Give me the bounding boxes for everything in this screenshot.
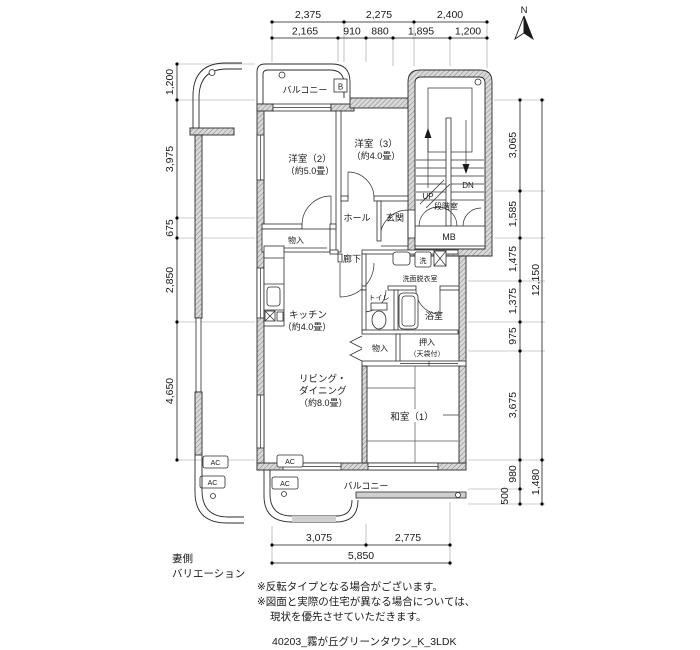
toilet-tank [370, 302, 388, 311]
dim-top1-0: 2,375 [295, 9, 321, 21]
toilet-bowl [371, 310, 387, 330]
room-label-toilet: トイレ [369, 295, 390, 302]
dn-label: DN [462, 181, 474, 190]
side-label-line2: バリエーション [172, 568, 245, 580]
annotations: 妻側 バリエーション ※反転タイプとなる場合がございます。 ※図面と実際の住宅が… [172, 552, 475, 648]
room-label-senmen: 洗面脱衣室 [403, 274, 438, 283]
room-label-monoire-mid: 物入 [372, 343, 388, 353]
dim-right-6: 980 [507, 465, 519, 483]
note-line1: ※反転タイプとなる場合がございます。 [257, 580, 443, 593]
fixtures: 洗 AC AC [263, 245, 458, 490]
room-size-living: （約8.0畳） [299, 397, 348, 408]
room-label-oshiire: 押入 [419, 337, 435, 347]
dim-right-2: 1,475 [507, 246, 519, 272]
washer-box [414, 251, 432, 268]
room-label-living-1: リビング・ [299, 373, 347, 385]
ac-label: AC [208, 480, 218, 487]
mb-label: MB [442, 232, 456, 242]
room-label-hall: ホール [343, 213, 370, 223]
dim-top2-4: 1,200 [455, 26, 481, 38]
dim-top2-1: 910 [343, 26, 361, 38]
dim-right-balcony: 1,480 [530, 469, 542, 495]
dim-left-3: 2,850 [164, 267, 176, 293]
ac-label: AC [211, 460, 221, 467]
room-label-yoshitsu2: 洋室（2） [288, 153, 331, 165]
room-size-oshiire: （天袋付） [410, 349, 445, 358]
room-size-yoshitsu3: （約4.0畳） [352, 150, 401, 161]
dim-right-3: 1,375 [507, 288, 519, 314]
interior-walls [261, 110, 467, 464]
room-label-yoshitsu3: 洋室（3） [354, 138, 397, 150]
balcony-bottom-label: バルコニー [344, 481, 389, 491]
dim-top1-2: 2,400 [437, 9, 463, 21]
dim-right-7: 500 [499, 487, 511, 505]
bifold-door [349, 335, 363, 362]
dim-left-2: 675 [164, 219, 176, 237]
dim-bottom2-0: 5,850 [348, 550, 374, 562]
room-label-monoire-top: 物入 [288, 235, 304, 245]
balcony-bottom: バルコニー [263, 470, 467, 523]
room-label-bath: 浴室 [425, 310, 443, 321]
outer-walls [256, 97, 467, 471]
stairwell-label: 段階室 [434, 201, 458, 211]
dimension-layer: 2,375 2,275 2,400 2,165 910 880 1,895 1,… [164, 9, 544, 565]
dim-right-total: 12,150 [530, 264, 542, 296]
dim-left-0: 1,200 [164, 69, 176, 95]
north-label: N [521, 5, 528, 16]
bathtub [398, 292, 419, 330]
ac-label: AC [285, 459, 295, 466]
south-wall [256, 462, 467, 471]
note-line2: ※図面と実際の住宅が異なる場合については、 [257, 595, 475, 608]
ac-box [276, 454, 304, 468]
room-label-genkan: 玄関 [386, 212, 404, 223]
dim-right-1: 1,585 [507, 201, 519, 227]
dim-top2-2: 880 [371, 26, 389, 38]
washer-label: 洗 [420, 256, 427, 265]
stairwell: UP DN 段階室 MB [379, 69, 493, 257]
dim-top1-1: 2,275 [366, 9, 392, 21]
room-size-yoshitsu2: （約5.0畳） [286, 165, 335, 176]
dim-left-1: 3,975 [164, 146, 176, 172]
up-label: UP [422, 192, 433, 201]
dim-left-4: 4,650 [164, 378, 176, 404]
dim-top2-0: 2,165 [292, 26, 318, 38]
room-label-rouka: 廊下 [343, 253, 361, 264]
balcony-top-label: バルコニー [283, 85, 328, 95]
down-arrow-icon [462, 164, 470, 174]
dim-right-0: 3,065 [507, 132, 519, 158]
gable-variation-outline: AC AC [189, 62, 244, 524]
dim-right-5: 3,675 [507, 392, 519, 418]
ac-box [202, 455, 229, 469]
note-line3: 現状を優先させていただきます。 [270, 610, 426, 623]
room-label-living-2: ダイニング [299, 385, 347, 397]
plan-id: 40203_霧が丘グリーンタウン_K_3LDK [272, 635, 456, 648]
room-label-washitsu: 和室（1） [390, 411, 433, 423]
east-wall [458, 255, 467, 464]
room-labels: 洋室（2） （約5.0畳） 洋室（3） （約4.0畳） ホール 玄関 物入 廊下… [283, 138, 459, 423]
north-compass-icon: N [514, 5, 534, 41]
side-label-line1: 妻側 [172, 552, 193, 565]
washbasin [392, 251, 411, 266]
balcony-top: バルコニー B [256, 63, 351, 104]
plan-layer: バルコニー B [256, 63, 493, 523]
room-label-kitchen: キッチン [289, 310, 327, 321]
up-arrow-icon [424, 128, 432, 138]
balcony-type-marker [333, 78, 348, 93]
room-size-kitchen: （約4.0畳） [283, 321, 332, 332]
dim-bottom1-1: 2,775 [395, 532, 421, 544]
dim-top2-3: 1,895 [408, 26, 434, 38]
ac-box [199, 475, 226, 489]
dim-bottom1-0: 3,075 [306, 532, 332, 544]
kitchen-sink [266, 286, 281, 307]
ac-label: AC [280, 481, 290, 488]
balcony-type-label: B [338, 83, 343, 92]
dim-right-4: 975 [507, 327, 519, 345]
ac-box [271, 476, 299, 490]
